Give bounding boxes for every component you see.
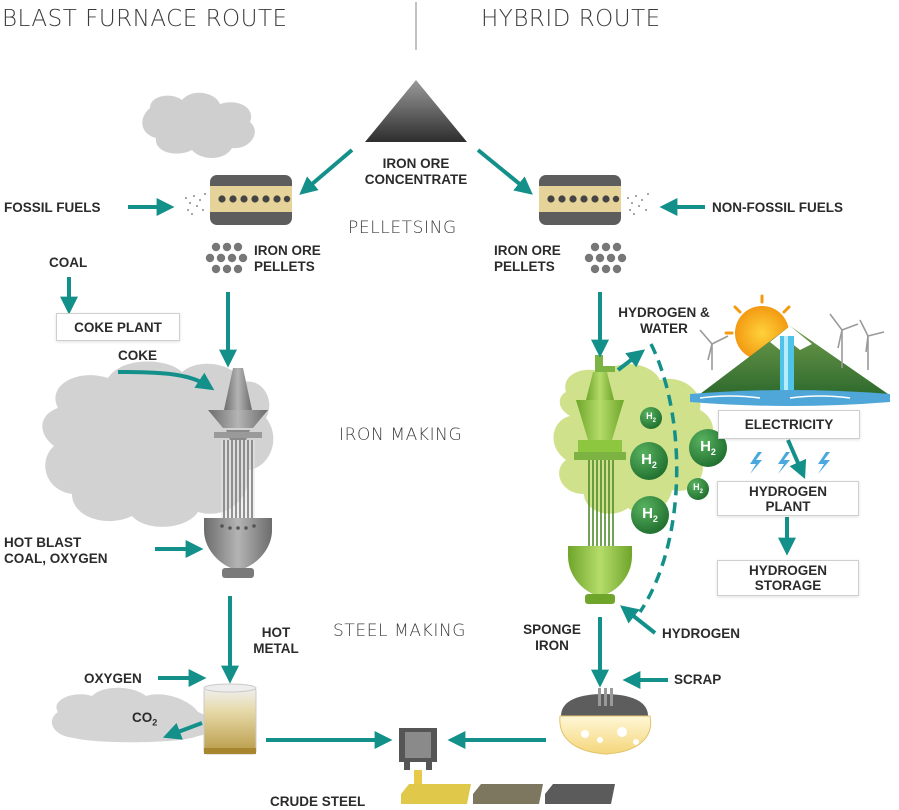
co2-subscript: 2: [152, 717, 158, 728]
flow-arrows: [60, 148, 807, 749]
arrow-co2: [162, 721, 203, 740]
label-iron-ore-concentrate: IRON ORE CONCENTRATE: [356, 156, 476, 188]
label-coal: COAL: [49, 255, 88, 270]
label-oxygen: OXYGEN: [84, 671, 142, 686]
pelletiser-right: [539, 175, 649, 225]
dashed-hydrogen-loop: [638, 343, 679, 613]
h2-subscript: 2: [710, 447, 716, 457]
label-hot-blast: HOT BLAST COAL, OXYGEN: [4, 535, 108, 567]
h2-subscript: 2: [651, 460, 657, 470]
label-line: IRON: [535, 638, 569, 653]
h2-subscript: 2: [652, 417, 656, 424]
label-non-fossil-fuels: NON-FOSSIL FUELS: [712, 200, 844, 215]
header-blast-furnace-route: BLAST FURNACE ROUTE: [2, 6, 288, 32]
slab-hot: [401, 784, 471, 804]
h2-subscript: 2: [699, 488, 703, 495]
label-line: HOT: [261, 625, 291, 640]
label-line: IRON ORE: [254, 243, 321, 258]
box-hydrogen-storage: HYDROGEN STORAGE: [717, 560, 859, 596]
arrow-coke: [117, 370, 215, 391]
h2-label: H2: [640, 410, 662, 427]
label-line: COAL, OXYGEN: [4, 551, 108, 566]
h2-label: H2: [689, 439, 727, 460]
h2-text: H: [693, 482, 700, 492]
label-sponge-iron: SPONGE IRON: [509, 622, 595, 654]
label-line: PELLETS: [254, 259, 315, 274]
label-line: WATER: [640, 321, 688, 336]
label-hydrogen-water: HYDROGEN & WATER: [596, 305, 732, 337]
box-hydrogen-plant: HYDROGEN PLANT: [717, 481, 859, 516]
label-line: HYDROGEN &: [618, 305, 710, 320]
crude-steel-caster: [399, 728, 437, 784]
stage-pelletising: PELLETSING: [348, 218, 457, 238]
hydrogen-shaft-reactor: [568, 355, 632, 604]
h2-subscript: 2: [652, 514, 658, 524]
label-line: METAL: [253, 641, 299, 656]
label-crude-steel: CRUDE STEEL: [270, 794, 366, 809]
stage-iron-making: IRON MAKING: [339, 425, 463, 445]
label-hydrogen: HYDROGEN: [662, 626, 741, 641]
stage-steel-making: STEEL MAKING: [333, 621, 467, 641]
h2-text: H: [641, 451, 652, 468]
label-line: HOT BLAST: [4, 535, 82, 550]
h2-label: H2: [630, 452, 668, 473]
label-line: IRON ORE: [494, 243, 561, 258]
h2-label: H2: [631, 506, 669, 527]
arrow-ore-to-right: [476, 148, 533, 195]
label-iron-ore-pellets-left: IRON ORE PELLETS: [254, 243, 321, 275]
pellets-right-icon: [584, 242, 627, 274]
box-line: PLANT: [765, 498, 811, 514]
slab-cooling: [473, 784, 543, 804]
pelletiser-left: [185, 175, 292, 225]
header-hybrid-route: HYBRID ROUTE: [481, 6, 661, 32]
label-line: PELLETS: [494, 259, 555, 274]
pellets-left-icon: [205, 242, 248, 274]
h2-bubbles: [630, 407, 727, 534]
lightning-icons: [750, 452, 830, 474]
label-coke: COKE: [118, 348, 158, 363]
box-line: HYDROGEN: [748, 483, 827, 499]
label-hot-metal: HOT METAL: [248, 625, 304, 657]
box-line: HYDROGEN: [748, 563, 827, 578]
slab-cold: [545, 784, 615, 804]
h2-label: H2: [687, 481, 709, 498]
smoke-cloud-top: [142, 92, 255, 158]
blast-furnace: [204, 368, 272, 578]
renewable-energy-scene: [690, 294, 890, 406]
arrow-hydrogen-return: [620, 605, 657, 635]
h2-text: H: [646, 411, 653, 421]
smoke-cloud-furnace: [42, 361, 274, 527]
label-fossil-fuels: FOSSIL FUELS: [4, 200, 101, 215]
label-iron-ore-pellets-right: IRON ORE PELLETS: [494, 243, 561, 275]
electric-arc-furnace: [559, 688, 652, 755]
arrow-electricity: [786, 439, 807, 479]
iron-ore-pile: [365, 80, 467, 142]
arrow-ore-to-left: [299, 148, 354, 195]
label-co2: CO2: [132, 710, 157, 731]
label-scrap: SCRAP: [674, 672, 722, 687]
box-line: STORAGE: [754, 578, 822, 593]
box-coke-plant: COKE PLANT: [56, 313, 180, 341]
label-line: CONCENTRATE: [364, 172, 468, 187]
arrow-hydrogen-water: [616, 349, 646, 372]
h2-text: H: [642, 505, 653, 522]
h2-text: H: [700, 438, 711, 455]
co2-text: CO: [132, 710, 153, 725]
box-electricity: ELECTRICITY: [718, 410, 860, 439]
label-line: IRON ORE: [382, 156, 450, 171]
label-line: SPONGE: [523, 622, 581, 637]
